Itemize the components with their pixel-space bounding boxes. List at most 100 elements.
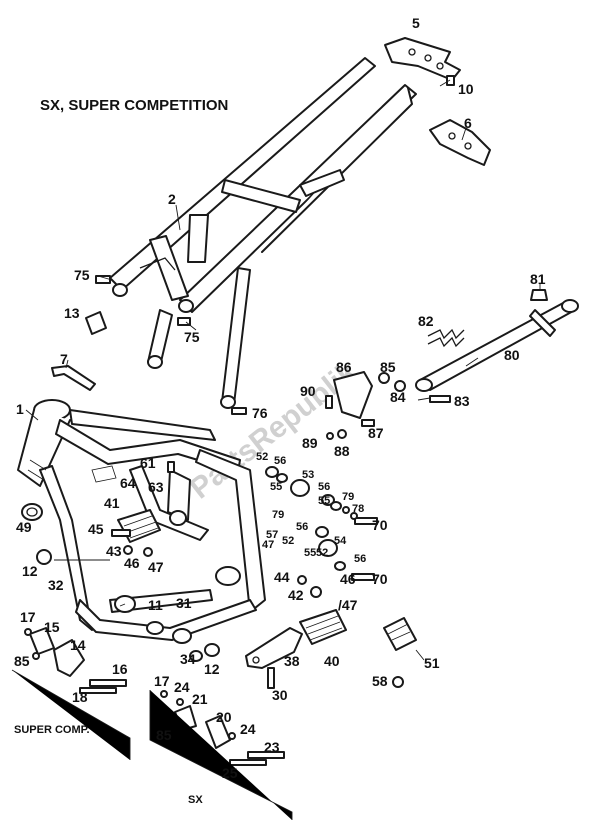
callout-12-b: 12 xyxy=(204,661,220,677)
part-76-bolt xyxy=(231,407,247,415)
callout-85-c: 85 xyxy=(156,727,172,743)
part-46-ring xyxy=(143,547,153,557)
callout-18: 18 xyxy=(72,689,88,705)
callout-70-a: 70 xyxy=(372,517,388,533)
callout-55-a: 55 xyxy=(270,481,282,493)
callout-89: 89 xyxy=(302,435,318,451)
callout-15: 15 xyxy=(44,619,60,635)
callout-47-a: 47 xyxy=(262,539,274,551)
part-78-washer xyxy=(350,512,358,520)
callout-90: 90 xyxy=(300,383,316,399)
part-53-bushing xyxy=(290,479,310,497)
callout-2: 2 xyxy=(168,191,176,207)
part-49-bearing xyxy=(21,503,43,521)
callout-56-a: 56 xyxy=(274,455,286,467)
callout-30: 30 xyxy=(272,687,288,703)
part-6-mounting-plate xyxy=(429,119,491,166)
callout-46-b: 46 xyxy=(340,571,356,587)
part-44-washer xyxy=(297,575,307,585)
super-comp-bracket-line xyxy=(11,669,131,760)
part-43-washer xyxy=(123,545,133,555)
callout-24-b: 24 xyxy=(240,721,256,737)
part-17-nut xyxy=(160,690,168,698)
part-80-side-stand xyxy=(415,299,579,392)
part-16-bolt xyxy=(89,679,127,687)
callout-13: 13 xyxy=(64,305,80,321)
leader-lines xyxy=(25,79,541,661)
sx-label: SX xyxy=(188,794,203,806)
callout-70-b: 70 xyxy=(372,571,388,587)
part-5-mounting-plate xyxy=(384,37,461,81)
callout-7: 7 xyxy=(60,351,68,367)
callout-6: 6 xyxy=(464,115,472,131)
part-7-cable-tie xyxy=(51,365,96,391)
callout-52-b: 52 xyxy=(282,535,294,547)
part-56-washer xyxy=(276,473,288,483)
callout-55-b: 55 xyxy=(318,495,330,507)
part-52-washer xyxy=(265,466,279,478)
sx-bracket-line xyxy=(149,690,293,820)
part-55-washer xyxy=(315,526,329,538)
part-40-footrest-right xyxy=(299,609,347,645)
callout-55-c: 55 xyxy=(304,547,316,559)
part-12-bushing xyxy=(36,549,52,565)
part-54-bushing xyxy=(318,539,338,557)
callout-52-c: 52 xyxy=(316,547,328,559)
callout-24-a: 24 xyxy=(174,679,190,695)
callout-75-left: 75 xyxy=(74,267,90,283)
callout-45: 45 xyxy=(88,521,104,537)
callout-78: 78 xyxy=(352,503,364,515)
part-2-subframe xyxy=(109,57,417,409)
part-13-clip xyxy=(85,311,107,335)
callout-87: 87 xyxy=(368,425,384,441)
callout-31: 31 xyxy=(176,595,192,611)
callout-25: 25 xyxy=(222,765,238,781)
callout-85-b: 85 xyxy=(14,653,30,669)
callout-58: 58 xyxy=(372,673,388,689)
part-56-washer xyxy=(330,501,342,511)
part-84-washer xyxy=(394,380,406,392)
callout-53: 53 xyxy=(302,469,314,481)
callout-85: 85 xyxy=(380,359,396,375)
part-12-bushing xyxy=(204,643,220,657)
callout-88: 88 xyxy=(334,443,350,459)
callout-47-c: /47 xyxy=(338,597,358,613)
diagram-title: SX, SUPER COMPETITION xyxy=(40,97,228,114)
part-17-nut xyxy=(24,628,32,636)
part-18-bolt xyxy=(79,687,117,694)
callout-51: 51 xyxy=(424,655,440,671)
callout-46-a: 46 xyxy=(124,555,140,571)
callout-34: 34 xyxy=(180,651,196,667)
callout-56-d: 56 xyxy=(354,553,366,565)
part-42-nut xyxy=(310,586,322,598)
callout-41: 41 xyxy=(104,495,120,511)
part-70-bolt xyxy=(351,573,375,581)
callout-44: 44 xyxy=(274,569,290,585)
part-23-bolt xyxy=(247,751,285,759)
callout-20: 20 xyxy=(216,709,232,725)
part-30-bolt xyxy=(267,667,275,689)
part-25-bolt xyxy=(229,759,267,766)
callout-16: 16 xyxy=(112,661,128,677)
part-87-bolt xyxy=(361,419,375,427)
part-82-spring xyxy=(427,328,465,348)
part-55-washer xyxy=(321,494,335,506)
callout-47-b: 47 xyxy=(148,559,164,575)
callout-32: 32 xyxy=(48,577,64,593)
callout-76: 76 xyxy=(252,405,268,421)
part-89-washer xyxy=(326,432,334,440)
callout-64: 64 xyxy=(120,475,136,491)
part-15-plate xyxy=(29,627,55,655)
callout-5: 5 xyxy=(412,15,420,31)
callout-11: 11 xyxy=(148,597,163,613)
part-86-stand-bracket xyxy=(333,371,373,419)
callout-14: 14 xyxy=(70,637,86,653)
part-24-washer xyxy=(176,698,184,706)
part-79-washer xyxy=(342,506,350,514)
part-70-bolt xyxy=(354,517,378,525)
part-45-pin xyxy=(111,529,131,537)
super-comp-label: SUPER COMP. xyxy=(14,724,90,736)
part-58-spring xyxy=(392,676,404,688)
callout-63: 63 xyxy=(148,479,164,495)
